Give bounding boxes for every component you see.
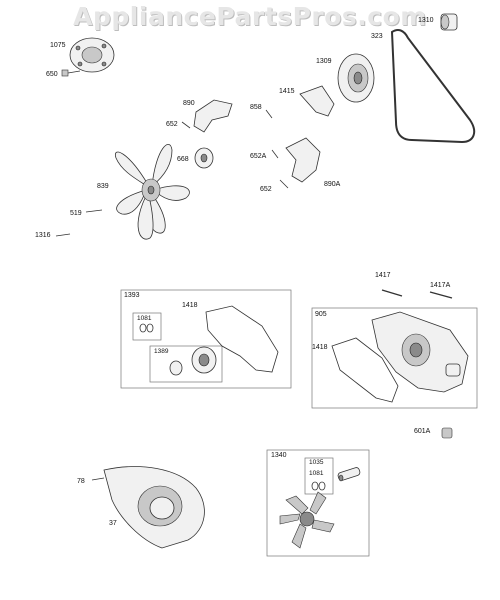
callout-601a[interactable]: 601A [414,428,431,435]
callout-652[interactable]: 652 [166,121,178,128]
callout-839[interactable]: 839 [97,183,109,190]
part-652b-drawing[interactable] [279,179,289,189]
callout-1393[interactable]: 1393 [124,292,140,299]
part-650-drawing[interactable] [61,69,81,77]
callout-652b[interactable]: 652 [260,186,272,193]
part-905-pump-housing-drawing[interactable] [371,311,469,393]
callout-37[interactable]: 37 [109,520,117,527]
part-1081-ring-drawing[interactable] [139,323,154,333]
part-1417a-drawing[interactable] [429,291,453,299]
callout-1417a[interactable]: 1417A [430,282,451,289]
callout-905[interactable]: 905 [315,311,327,318]
callout-1415[interactable]: 1415 [279,88,295,95]
part-668-drawing[interactable] [194,147,214,169]
group-1340-box [266,449,370,557]
part-890a-drawing[interactable] [285,137,321,183]
callout-1075[interactable]: 1075 [50,42,66,49]
callout-323[interactable]: 323 [371,33,383,40]
part-1417-drawing[interactable] [381,289,403,297]
group-1393-box [120,289,292,389]
callout-652a[interactable]: 652A [250,153,267,160]
callout-78[interactable]: 78 [77,478,85,485]
part-323-drawing[interactable] [390,29,476,144]
part-37-drawing[interactable] [103,466,205,549]
part-1309-drawing[interactable] [337,53,375,103]
part-1075-drawing[interactable] [69,37,115,73]
part-601a-drawing[interactable] [441,427,453,439]
part-78-drawing[interactable] [91,477,105,481]
part-1035-shaft-drawing[interactable] [337,467,361,482]
callout-858[interactable]: 858 [250,104,262,111]
part-1316-drawing[interactable] [55,233,71,237]
callout-890a[interactable]: 890A [324,181,341,188]
callout-1035[interactable]: 1035 [309,459,324,466]
callout-1081-group-1340[interactable]: 1081 [309,470,324,477]
part-652a-drawing[interactable] [271,149,279,159]
sub-1081-box [132,312,162,341]
part-1340-impeller-drawing[interactable] [279,491,335,549]
callout-890[interactable]: 890 [183,100,195,107]
callout-1340[interactable]: 1340 [271,452,287,459]
part-1415-drawing[interactable] [299,85,335,117]
part-1418-gasket-b-drawing[interactable] [331,337,399,403]
callout-1081-group-1393[interactable]: 1081 [137,315,152,322]
callout-1417[interactable]: 1417 [375,272,391,279]
part-1081-seal-drawing[interactable] [311,481,326,491]
group-905-box [311,307,478,409]
part-890-drawing[interactable] [193,99,233,133]
part-1310-drawing[interactable] [440,13,458,31]
sub-1389-box [149,345,223,383]
part-1389-seal-drawing[interactable] [169,346,217,376]
part-519-drawing[interactable] [85,209,103,213]
callout-1309[interactable]: 1309 [316,58,332,65]
callout-1316[interactable]: 1316 [35,232,51,239]
part-858-drawing[interactable] [265,109,273,119]
callout-650[interactable]: 650 [46,71,58,78]
callout-1418-group-1393[interactable]: 1418 [182,302,198,309]
part-1418-gasket-a-drawing[interactable] [205,305,279,373]
watermark: AppliancePartsPros.com [73,2,427,31]
callout-1389[interactable]: 1389 [154,348,169,355]
callout-1310[interactable]: 1310 [418,17,434,24]
callout-519[interactable]: 519 [70,210,82,217]
callout-668[interactable]: 668 [177,156,189,163]
callout-1418-group-905[interactable]: 1418 [312,344,328,351]
part-839-drawing[interactable] [114,144,190,240]
part-652-drawing[interactable] [181,121,191,129]
